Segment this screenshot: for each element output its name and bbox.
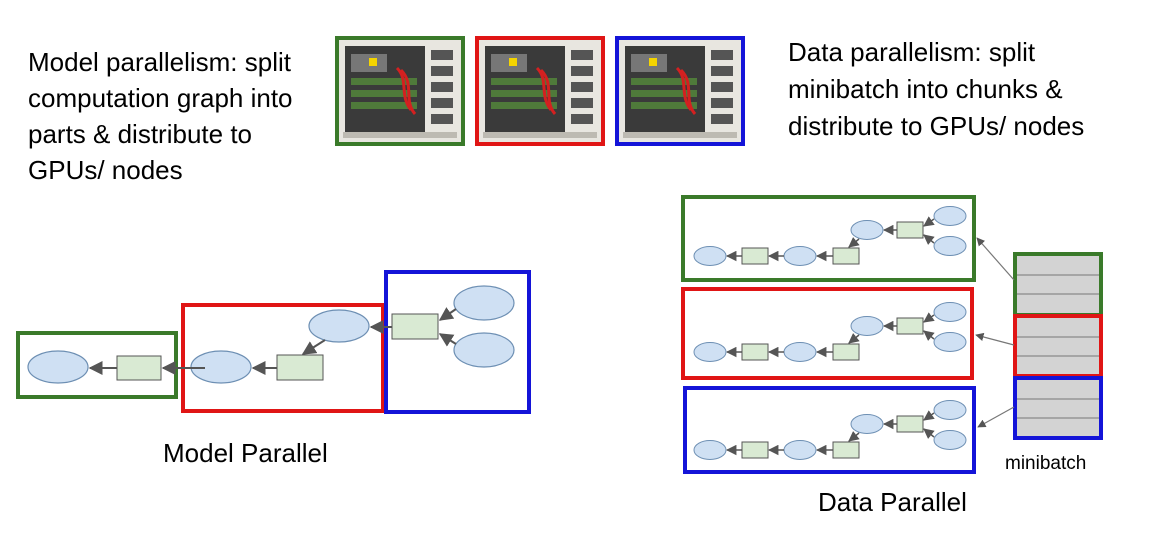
data-replica-red — [681, 287, 974, 380]
model-parallelism-description: Model parallelism: split computation gra… — [28, 47, 293, 185]
data-replica-green — [681, 195, 976, 282]
model-op — [116, 355, 162, 381]
model-partition-blue — [384, 270, 531, 414]
model-op — [276, 354, 324, 381]
chunk-arrow-green — [976, 237, 1015, 281]
model-node — [453, 285, 515, 321]
data-parallel-diagram — [681, 195, 1103, 474]
data-parallel-caption: Data Parallel — [818, 487, 967, 517]
machine-photo-blue — [615, 36, 745, 146]
model-op — [391, 313, 439, 340]
minibatch-stack — [1013, 252, 1103, 440]
model-partition-red — [181, 303, 385, 413]
data-replica-blue — [683, 386, 976, 474]
machine-photo-green — [335, 36, 465, 146]
machine-photo-red — [475, 36, 605, 146]
chunk-arrow-red — [975, 332, 1015, 346]
chunk-arrow-blue — [977, 406, 1015, 428]
minibatch-chunk-blue — [1013, 376, 1103, 440]
model-node — [453, 332, 515, 368]
model-node — [308, 309, 370, 343]
model-partition-green — [16, 331, 178, 399]
model-parallel-diagram — [16, 270, 531, 414]
minibatch-label: minibatch — [1005, 453, 1087, 474]
model-node — [27, 350, 89, 384]
data-parallelism-description: Data parallelism: split minibatch into c… — [788, 37, 1085, 141]
model-parallel-caption: Model Parallel — [163, 438, 328, 468]
